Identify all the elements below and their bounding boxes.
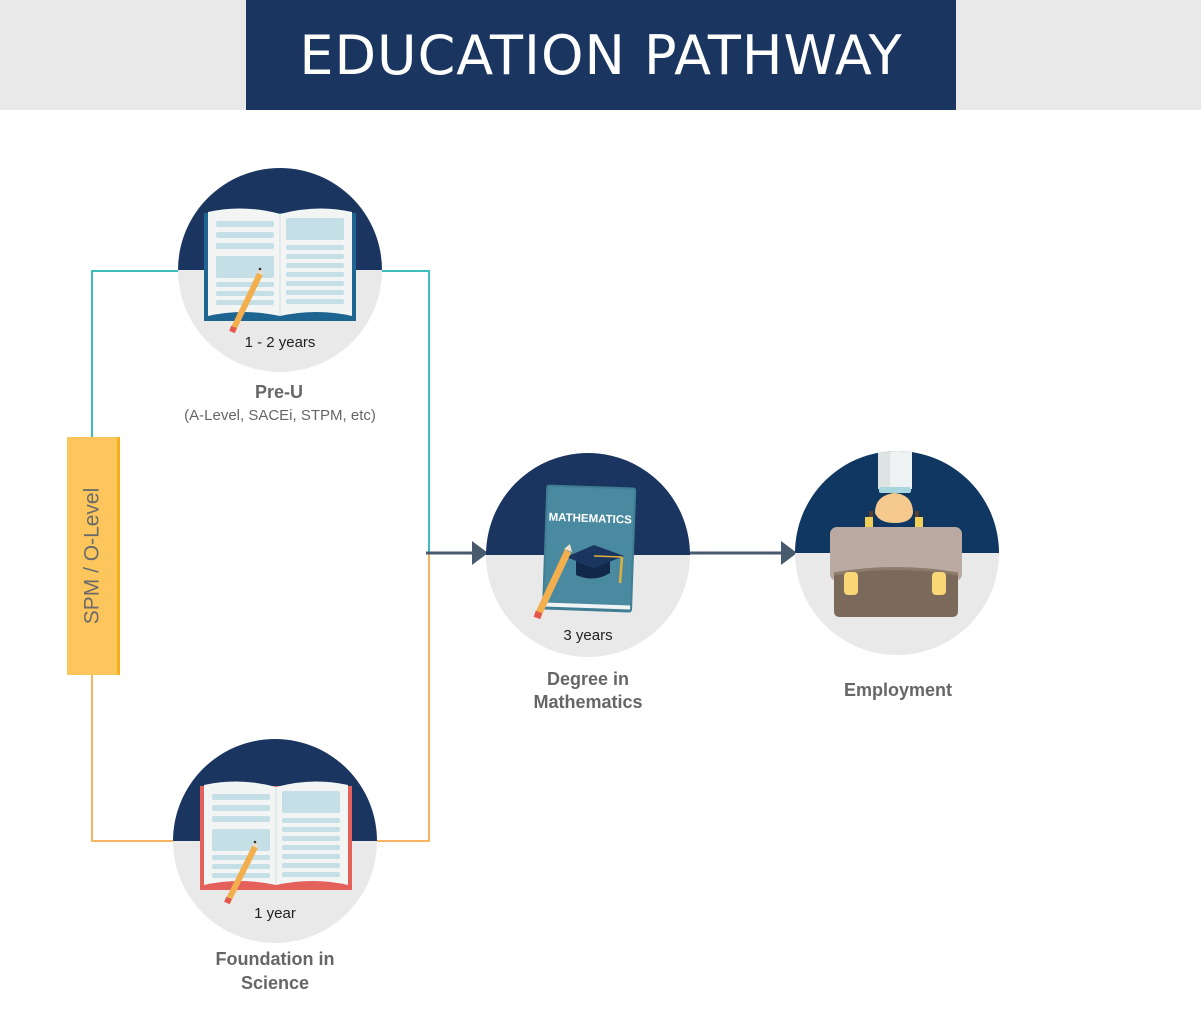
mathematics-book-graduation-cap-icon: MATHEMATICS [533, 484, 637, 620]
title-banner: EDUCATION PATHWAY [246, 0, 956, 110]
node-title-line1: Degree in [546, 669, 630, 689]
node-foundation: 1 year [173, 739, 377, 943]
node-title: Employment [843, 680, 953, 700]
teal-connector [91, 270, 430, 553]
hand-holding-briefcase-icon [830, 451, 962, 617]
node-pre-u: 1 - 2 years [178, 168, 382, 372]
node-title-line1: Foundation in [215, 949, 335, 969]
node-degree: MATHEMATICS 3 years [486, 453, 690, 657]
node-employment [795, 451, 999, 655]
node-subtitle: (A-Level, SACEi, STPM, etc) [184, 407, 376, 424]
duration-label: 1 - 2 years [244, 334, 316, 351]
open-book-pencil-icon [204, 208, 356, 334]
entry-qualification-bar: SPM / O-Level [67, 437, 120, 675]
svg-text:MATHEMATICS: MATHEMATICS [548, 512, 632, 527]
duration-label: 3 years [563, 627, 613, 644]
node-title-line2: Mathematics [533, 692, 643, 712]
orange-connector [91, 553, 430, 842]
page-title: EDUCATION PATHWAY [299, 23, 903, 87]
node-title-line2: Science [240, 973, 310, 993]
arrow-to-employment [688, 541, 797, 565]
duration-label: 1 year [254, 905, 296, 922]
arrow-to-degree [426, 541, 488, 565]
node-title: Pre-U [254, 382, 303, 402]
open-book-pencil-icon [200, 781, 352, 905]
entry-label: SPM / O-Level [80, 487, 104, 625]
